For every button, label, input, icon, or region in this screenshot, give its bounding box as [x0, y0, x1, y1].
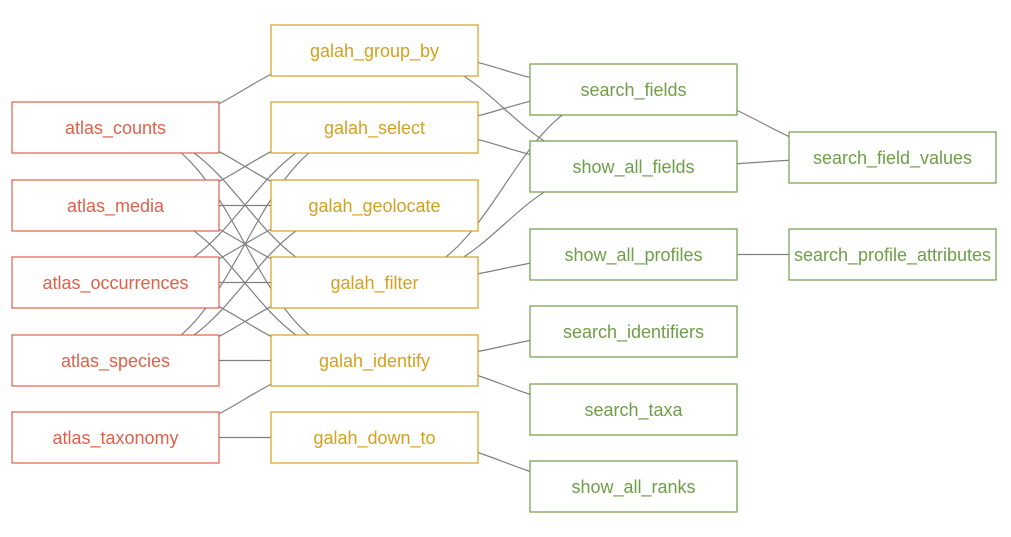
svg-text:galah_identify: galah_identify [319, 351, 430, 372]
node-atlas-species: atlas_species [11, 334, 220, 387]
svg-text:search_field_values: search_field_values [813, 148, 972, 169]
node-galah-identify: galah_identify [270, 334, 479, 387]
svg-text:galah_group_by: galah_group_by [310, 41, 439, 62]
svg-text:search_fields: search_fields [580, 80, 686, 101]
node-galah-down-to: galah_down_to [270, 411, 479, 464]
node-show-all-profiles: show_all_profiles [529, 228, 738, 281]
node-atlas-taxonomy: atlas_taxonomy [11, 411, 220, 464]
node-galah-select: galah_select [270, 101, 479, 154]
node-atlas-occurrences: atlas_occurrences [11, 256, 220, 309]
node-atlas-counts: atlas_counts [11, 101, 220, 154]
svg-text:atlas_species: atlas_species [61, 351, 170, 372]
svg-text:galah_select: galah_select [324, 118, 425, 139]
svg-text:search_identifiers: search_identifiers [563, 322, 704, 343]
node-galah-geolocate: galah_geolocate [270, 179, 479, 232]
node-galah-group-by: galah_group_by [270, 24, 479, 77]
svg-text:search_profile_attributes: search_profile_attributes [794, 245, 991, 266]
svg-text:search_taxa: search_taxa [584, 400, 683, 421]
node-search-identifiers: search_identifiers [529, 305, 738, 358]
node-search-taxa: search_taxa [529, 383, 738, 436]
svg-text:galah_down_to: galah_down_to [313, 428, 435, 449]
edge-atlas-species-to-galah-select [115, 126, 375, 362]
node-show-all-ranks: show_all_ranks [529, 460, 738, 513]
svg-text:show_all_fields: show_all_fields [572, 157, 694, 178]
svg-text:atlas_media: atlas_media [67, 196, 165, 217]
node-layer: atlas_counts atlas_media atlas_occurrenc… [11, 24, 997, 513]
node-search-fields: search_fields [529, 63, 738, 116]
node-galah-filter: galah_filter [270, 256, 479, 309]
svg-text:atlas_occurrences: atlas_occurrences [42, 273, 188, 294]
svg-text:galah_geolocate: galah_geolocate [308, 196, 440, 217]
svg-text:show_all_profiles: show_all_profiles [564, 245, 702, 266]
node-search-profile-attributes: search_profile_attributes [788, 228, 997, 281]
svg-text:atlas_counts: atlas_counts [65, 118, 166, 139]
node-search-field-values: search_field_values [788, 131, 997, 184]
node-show-all-fields: show_all_fields [529, 140, 738, 193]
svg-text:show_all_ranks: show_all_ranks [571, 477, 695, 498]
svg-text:atlas_taxonomy: atlas_taxonomy [52, 428, 178, 449]
edge-layer [115, 49, 893, 488]
svg-text:galah_filter: galah_filter [330, 273, 418, 294]
node-atlas-media: atlas_media [11, 179, 220, 232]
